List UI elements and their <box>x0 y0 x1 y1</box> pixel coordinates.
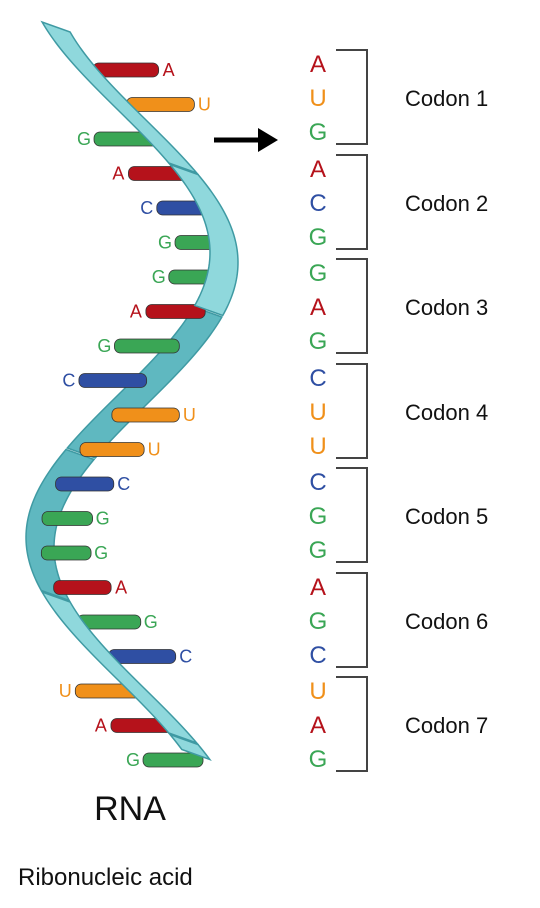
diagram-subtitle: Ribonucleic acid <box>18 864 193 891</box>
codon-base: G <box>308 537 328 564</box>
codon-base: G <box>308 260 328 287</box>
codon-label: Codon 7 <box>405 713 489 738</box>
codon-base: C <box>309 641 327 669</box>
codon-base: A <box>309 712 326 739</box>
base-bar <box>53 580 112 595</box>
base-letter: C <box>179 647 192 667</box>
codon-label: Codon 4 <box>405 399 489 425</box>
base-bar <box>40 545 92 561</box>
base-letter: G <box>96 509 110 529</box>
base-bar <box>126 97 195 112</box>
base-letter: U <box>59 681 72 701</box>
base-bar <box>142 752 204 768</box>
base-letter: G <box>126 750 140 770</box>
base-bar <box>79 442 145 457</box>
codon-bracket <box>336 258 368 354</box>
codon-base: G <box>308 607 328 635</box>
codon-base: A <box>309 155 326 183</box>
helix-backbone-front <box>40 20 239 762</box>
codon-base: A <box>309 573 326 601</box>
backbone-segment <box>167 732 212 762</box>
codon-bracket <box>336 362 368 459</box>
codon-base: U <box>309 398 327 426</box>
base-bar <box>55 476 115 492</box>
codon-base: U <box>309 432 327 460</box>
codon-label: Codon 6 <box>405 608 489 634</box>
base-letter: G <box>152 267 166 287</box>
codon-base: A <box>309 51 326 78</box>
codon-base: G <box>308 503 328 530</box>
codon-label: Codon 2 <box>405 190 489 216</box>
codon-label: Codon 3 <box>405 295 489 320</box>
base-letter: U <box>198 95 211 115</box>
codon-bracket <box>336 676 368 772</box>
base-letter: A <box>95 716 107 736</box>
base-bar <box>145 304 206 319</box>
base-letter: U <box>148 440 161 460</box>
base-letter: A <box>130 302 142 322</box>
codon-bracket <box>336 571 368 668</box>
codon-base: A <box>309 294 326 321</box>
base-letter: U <box>183 405 196 425</box>
codon-base: C <box>309 469 327 496</box>
base-letter: G <box>97 336 111 356</box>
arrow-icon <box>214 128 278 152</box>
codon-bracket <box>336 467 368 563</box>
codon-label: Codon 1 <box>405 86 489 111</box>
codon-base: G <box>308 746 328 773</box>
base-letter: C <box>140 198 153 218</box>
backbone-segment <box>167 162 239 317</box>
base-bar <box>78 373 148 388</box>
codon-bracket <box>336 49 368 145</box>
base-bar <box>114 338 180 354</box>
backbone-segment <box>40 590 200 745</box>
base-bar <box>41 511 93 526</box>
base-bar <box>111 407 180 423</box>
base-bar <box>108 649 177 664</box>
codon-base: G <box>308 328 328 355</box>
base-letter: A <box>115 578 127 598</box>
codon-base: U <box>309 85 327 112</box>
codon-base: G <box>308 223 328 251</box>
base-letter: G <box>77 129 91 149</box>
codon-base: C <box>309 189 327 217</box>
codon-bracket <box>336 153 368 250</box>
base-letter: G <box>144 612 158 632</box>
base-letter: A <box>112 164 124 184</box>
base-letter: C <box>62 371 75 391</box>
codon-base: G <box>308 119 328 146</box>
backbone-segment <box>40 20 200 175</box>
diagram-title: RNA <box>94 790 166 828</box>
base-letter: C <box>117 474 130 494</box>
base-letter: G <box>94 543 108 563</box>
backbone-segment <box>25 448 96 602</box>
codon-base: C <box>309 364 327 392</box>
base-letter: G <box>158 233 172 253</box>
codon-label: Codon 5 <box>405 504 489 529</box>
base-letter: A <box>163 60 175 80</box>
codon-base: U <box>309 678 327 705</box>
